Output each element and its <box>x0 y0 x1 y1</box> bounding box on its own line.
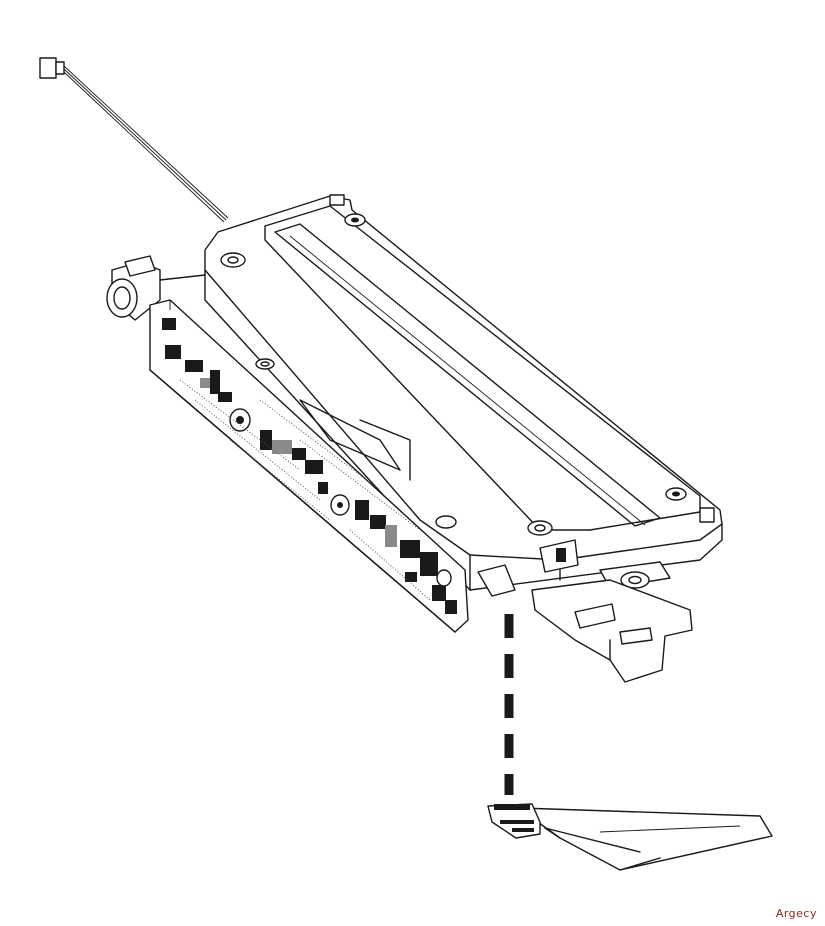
sensor-cable <box>39 57 229 223</box>
screw-holes <box>220 213 687 536</box>
scanner-module-housing <box>204 194 723 591</box>
latch-bracket <box>477 539 693 683</box>
roller-bracket <box>106 255 206 321</box>
ribbon-cable-connector <box>487 803 541 839</box>
ribbon-cable-assembly <box>487 803 773 871</box>
circuit-board <box>149 299 469 633</box>
cable-connector-plug <box>39 57 57 79</box>
watermark-text: Argecy <box>775 907 817 920</box>
